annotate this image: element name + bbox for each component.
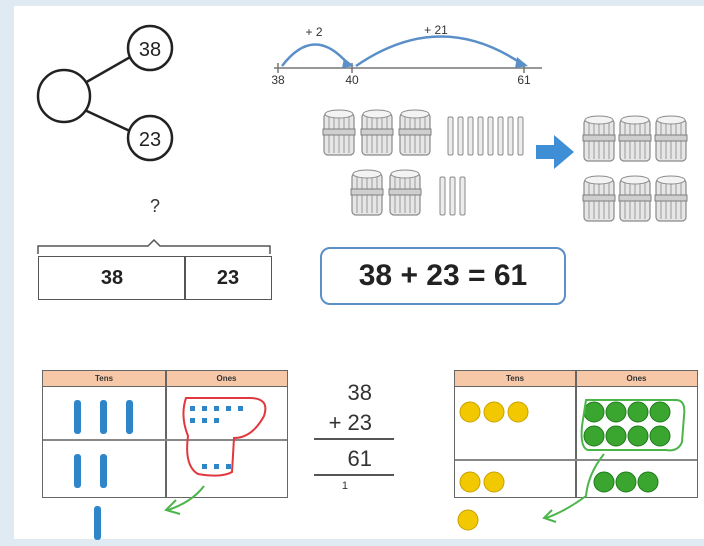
addend-top: 38 bbox=[347, 380, 372, 405]
ten-rod bbox=[126, 400, 133, 434]
worksheet: 38 23 38 40 61 + 2 + 21 bbox=[14, 6, 704, 540]
ones-header: Ones bbox=[165, 371, 287, 387]
ones-sticks-bottom bbox=[439, 176, 466, 216]
carry-digit: 1 bbox=[341, 480, 348, 492]
number-line-start: 38 bbox=[271, 73, 285, 87]
regroup-arrow bbox=[536, 135, 574, 169]
regroup-arrow-right bbox=[545, 453, 605, 519]
number-line-mid: 40 bbox=[345, 73, 359, 87]
bundle-of-ten bbox=[618, 175, 652, 222]
bar-model-brace bbox=[37, 238, 271, 254]
bundle-of-ten bbox=[350, 169, 384, 216]
place-value-left-marks bbox=[74, 397, 267, 540]
place-value-chart-right: Tens Ones bbox=[454, 370, 698, 498]
equation-box: 38 + 23 = 61 bbox=[320, 247, 566, 305]
bar-model-question: ? bbox=[150, 196, 161, 216]
place-value-chart-left: Tens Ones bbox=[42, 370, 288, 498]
bundle-of-ten bbox=[582, 115, 616, 162]
part-circle-bottom bbox=[126, 114, 174, 162]
jump-label-small: + 2 bbox=[305, 25, 322, 39]
part-bottom-label: 23 bbox=[139, 129, 161, 151]
ten-rod bbox=[74, 454, 81, 488]
bar-model-part-left: 38 bbox=[38, 256, 186, 300]
sum-line bbox=[314, 438, 394, 440]
bundle-of-ten bbox=[388, 169, 422, 216]
regrouped-ten-counter bbox=[457, 509, 479, 531]
ones-header: Ones bbox=[575, 371, 697, 387]
ones-sticks-top bbox=[447, 116, 524, 156]
part-circle-top bbox=[126, 24, 174, 72]
bundle-of-ten bbox=[322, 109, 356, 156]
tens-counters-top bbox=[459, 401, 529, 423]
regroup-arrow-left bbox=[167, 485, 205, 511]
place-value-right-counters bbox=[457, 399, 686, 531]
tens-counters-bottom bbox=[459, 471, 505, 493]
bundle-of-ten bbox=[582, 175, 616, 222]
ten-rod bbox=[100, 454, 107, 488]
tens-header: Tens bbox=[43, 371, 165, 387]
jump-arc-large bbox=[355, 35, 523, 68]
carry-line bbox=[314, 474, 394, 476]
ones-counters-top bbox=[583, 401, 671, 447]
ten-rod bbox=[74, 400, 81, 434]
jump-arc-small bbox=[281, 43, 349, 67]
part-whole-model: 38 23 bbox=[36, 24, 174, 162]
ones-dots-bottom bbox=[202, 464, 231, 469]
bundle-of-ten bbox=[654, 175, 688, 222]
regroup-loop-right bbox=[580, 399, 686, 452]
bundle-of-ten bbox=[398, 109, 432, 156]
whole-circle bbox=[36, 68, 92, 124]
bundle-of-ten bbox=[654, 115, 688, 162]
bundle-of-ten bbox=[360, 109, 394, 156]
ten-rod bbox=[100, 400, 107, 434]
regrouped-ten-rod bbox=[94, 506, 101, 540]
tens-header: Tens bbox=[455, 371, 575, 387]
sum-result: 61 bbox=[347, 446, 372, 471]
base-ten-blocks bbox=[322, 109, 688, 222]
bundle-of-ten bbox=[618, 115, 652, 162]
part-top-label: 38 bbox=[139, 39, 161, 61]
regroup-loop bbox=[182, 397, 267, 477]
ones-counters-bottom bbox=[593, 471, 659, 493]
number-line-end: 61 bbox=[517, 73, 531, 87]
bar-model-part-right: 23 bbox=[184, 256, 272, 300]
number-line: 38 40 61 + 2 + 21 bbox=[271, 23, 542, 87]
jump-label-large: + 21 bbox=[424, 23, 448, 37]
addend-bottom: + 23 bbox=[328, 410, 372, 435]
ones-dots-top bbox=[190, 406, 243, 423]
